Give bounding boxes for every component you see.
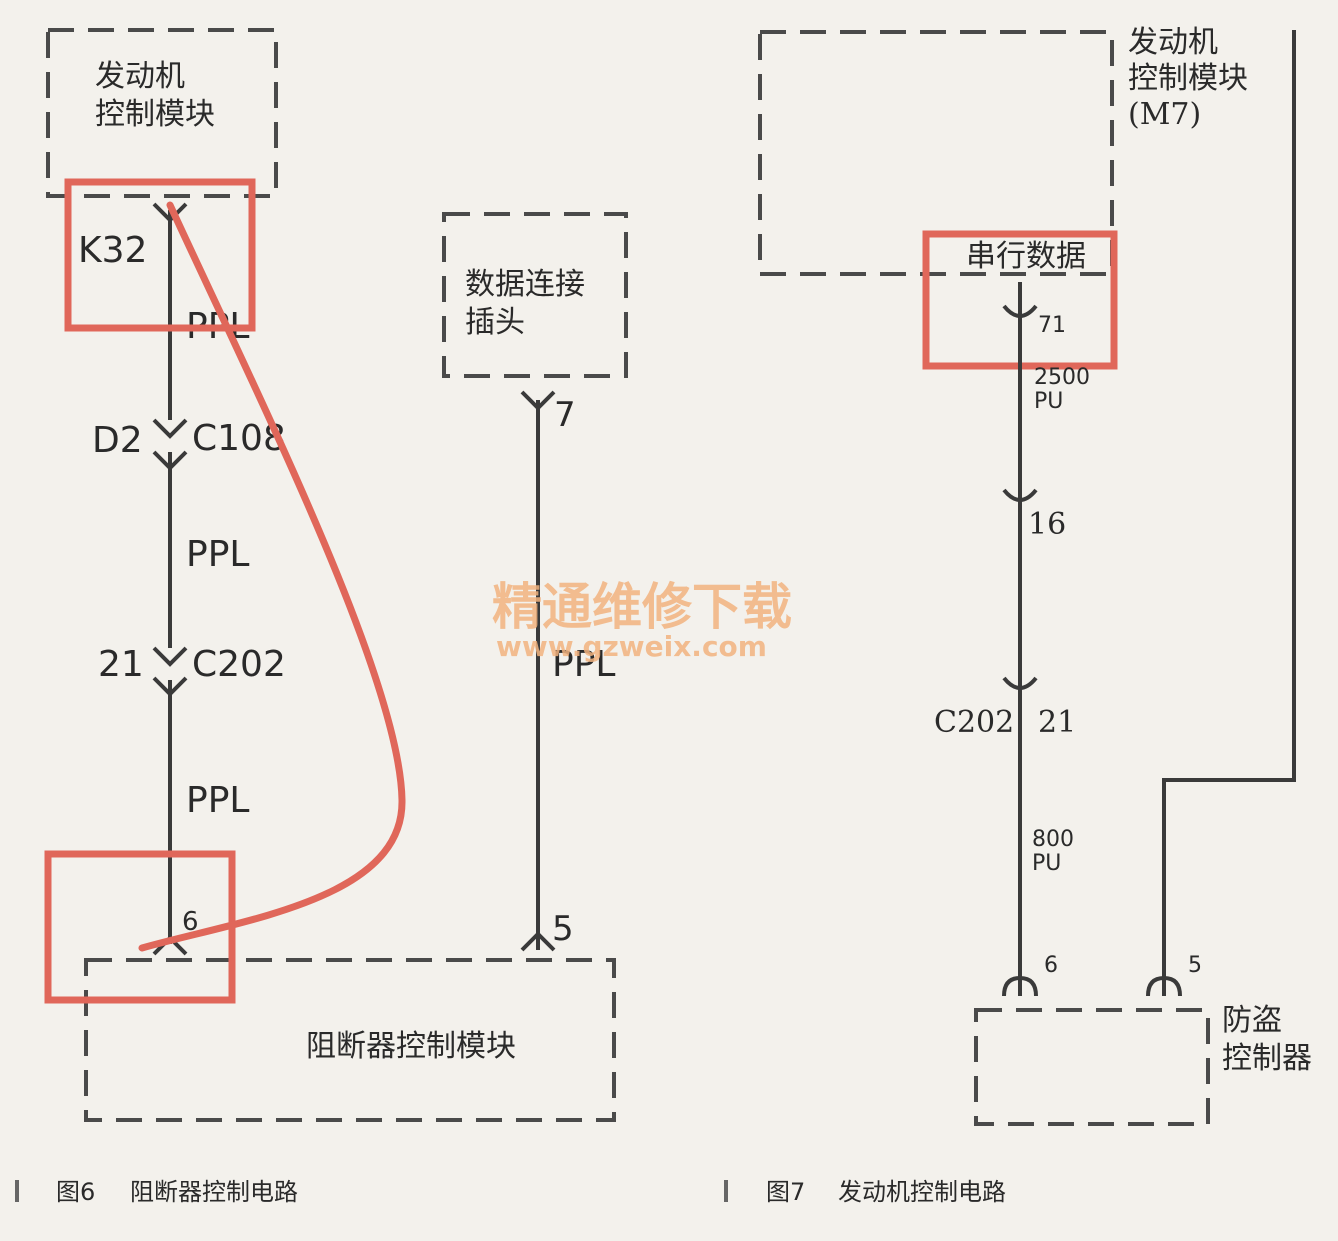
dlc-pin-7-label: 7	[554, 395, 576, 435]
dlc-box	[442, 212, 628, 378]
pin-k32-symbol	[152, 202, 188, 223]
wire-right-to-antitheft	[1162, 30, 1296, 996]
pin-16-label: 16	[1028, 507, 1066, 542]
wire-ppl-label-2: PPL	[186, 534, 249, 575]
pin-6-fig7-symbol	[1002, 975, 1038, 997]
c202-fig7-symbol	[1002, 676, 1038, 690]
dlc-label-line1: 数据连接	[465, 267, 585, 302]
c202-fig7-pin: 21	[1038, 705, 1076, 740]
wire-code-1-line1: 2500	[1034, 365, 1090, 390]
highlight-k32-box	[64, 178, 256, 332]
dlc-label-line2: 插头	[465, 305, 525, 340]
dlc-wire-ppl-label: PPL	[552, 644, 615, 685]
immo-pin-5-symbol	[520, 931, 556, 952]
c108-pin-label: D2	[92, 420, 143, 461]
c108-female-symbol	[152, 418, 188, 439]
immo-pin-5-label: 5	[552, 909, 574, 949]
caption-6-text: 阻断器控制电路	[130, 1178, 298, 1206]
pin-5-fig7-label: 5	[1188, 953, 1202, 978]
pin-6-fig7-label: 6	[1044, 953, 1058, 978]
ecm-m7-label-line1: 发动机	[1128, 25, 1218, 60]
c202-pin-label: 21	[98, 644, 144, 685]
ecm-m7-box	[758, 30, 1114, 276]
c202-fig7-name: C202	[934, 705, 1014, 740]
wire-code-2-line2: PU	[1032, 851, 1061, 876]
figure-7: 发动机 控制模块 (M7) 串行数据 71 2500 PU 16 C202 21…	[724, 25, 1312, 1206]
figure-6: 发动机 控制模块 K32 PPL D2 C108 PPL 21 C202 PPL…	[15, 28, 628, 1206]
ecm-m7-label-line3: (M7)	[1128, 97, 1201, 132]
immobilizer-module-label: 阻断器控制模块	[306, 1029, 516, 1064]
caption-6-bar	[15, 1180, 19, 1202]
highlight-pin6-box	[44, 850, 236, 1004]
caption-7-bar	[724, 1180, 728, 1202]
watermark: 精通维修下载 www.gzweix.com	[492, 578, 792, 663]
ecm-m7-label-line2: 控制模块	[1128, 61, 1248, 96]
c202-female-symbol	[152, 646, 188, 667]
pin-71-symbol	[1002, 304, 1038, 318]
wire-code-1-line2: PU	[1034, 389, 1063, 414]
serial-data-label: 串行数据	[966, 239, 1086, 274]
wire-code-2-line1: 800	[1032, 827, 1074, 852]
anti-theft-label-line2: 控制器	[1222, 1041, 1312, 1076]
pin-k32-label: K32	[78, 230, 147, 271]
ecm-label-line2: 控制模块	[95, 97, 215, 132]
wire-ppl-label-3: PPL	[186, 780, 249, 821]
pin-5-fig7-symbol	[1146, 975, 1182, 997]
pin-16-symbol	[1002, 488, 1038, 502]
ecm-label-line1: 发动机	[95, 59, 185, 94]
ecm-box	[46, 28, 278, 198]
anti-theft-box	[974, 1008, 1210, 1126]
highlight-connection-curve	[138, 201, 406, 952]
watermark-url: www.gzweix.com	[496, 630, 767, 663]
pin-6-label: 6	[182, 907, 199, 937]
c202-name-label: C202	[192, 644, 286, 685]
caption-7-text: 发动机控制电路	[838, 1178, 1006, 1206]
immobilizer-module-box	[84, 958, 616, 1122]
watermark-title: 精通维修下载	[492, 578, 792, 636]
caption-7-number: 图7	[766, 1178, 805, 1206]
pin-71-label: 71	[1038, 313, 1066, 338]
anti-theft-label-line1: 防盗	[1222, 1003, 1282, 1038]
caption-6-number: 图6	[56, 1178, 95, 1206]
